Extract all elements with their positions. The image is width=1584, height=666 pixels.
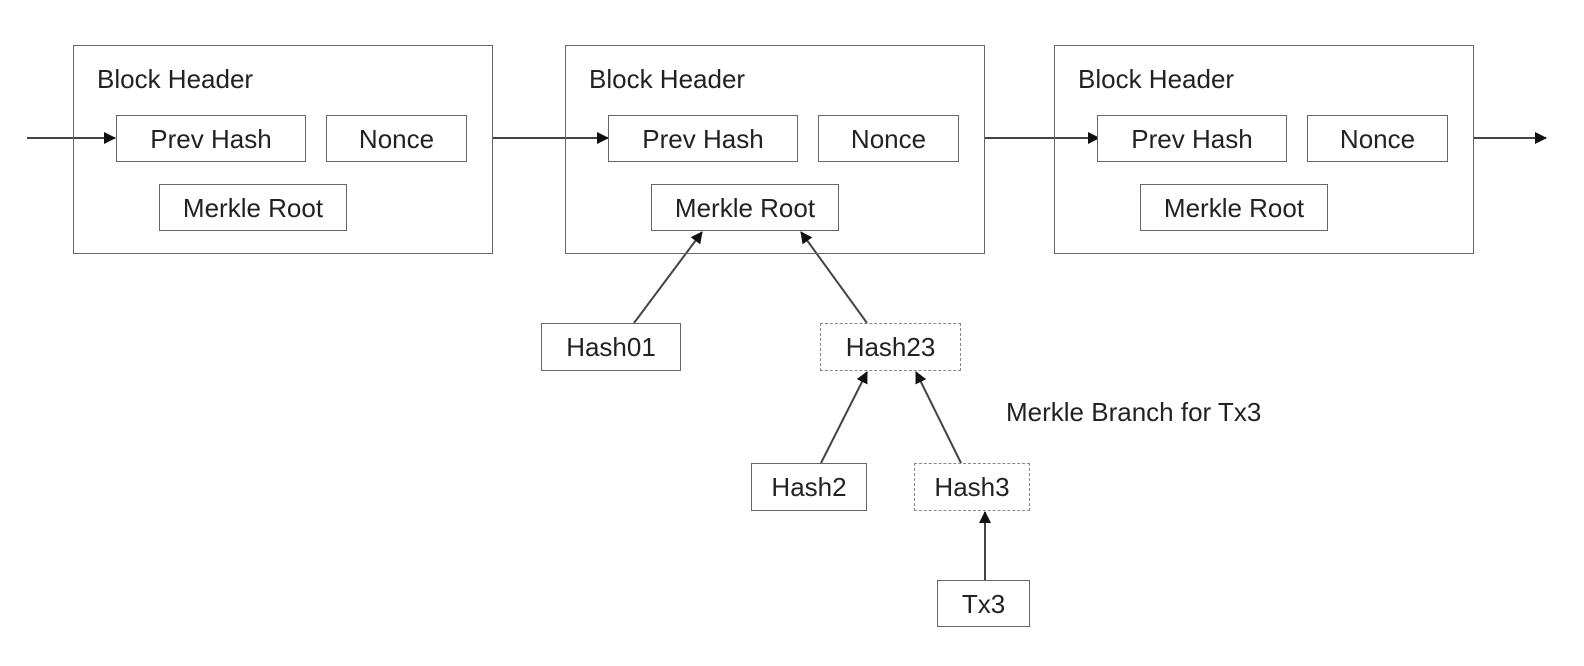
- nonce-field: Nonce: [818, 115, 959, 162]
- hash01-node: Hash01: [541, 323, 681, 371]
- hash3-node: Hash3: [914, 463, 1030, 511]
- block-header-1: Block Header Prev Hash Nonce Merkle Root: [73, 45, 493, 254]
- block-header-title: Block Header: [1078, 64, 1235, 94]
- hash2-node: Hash2: [751, 463, 867, 511]
- nonce-field: Nonce: [1307, 115, 1448, 162]
- block-header-title: Block Header: [97, 64, 254, 94]
- block-header-3: Block Header Prev Hash Nonce Merkle Root: [1054, 45, 1474, 254]
- merkle-root-field: Merkle Root: [651, 184, 839, 231]
- block-header-title: Block Header: [589, 64, 746, 94]
- hash23-node: Hash23: [820, 323, 961, 371]
- tree-arrow-hash3-to-hash23: [915, 371, 962, 464]
- merkle-root-field: Merkle Root: [1140, 184, 1328, 231]
- prev-hash-field: Prev Hash: [1097, 115, 1287, 162]
- prev-hash-field: Prev Hash: [116, 115, 306, 162]
- nonce-field: Nonce: [326, 115, 467, 162]
- merkle-root-field: Merkle Root: [159, 184, 347, 231]
- prev-hash-field: Prev Hash: [608, 115, 798, 162]
- merkle-branch-label: Merkle Branch for Tx3: [1006, 397, 1262, 427]
- tree-arrow-hash2-to-hash23: [820, 371, 868, 464]
- tx3-node: Tx3: [937, 580, 1030, 627]
- block-header-2: Block Header Prev Hash Nonce Merkle Root: [565, 45, 985, 254]
